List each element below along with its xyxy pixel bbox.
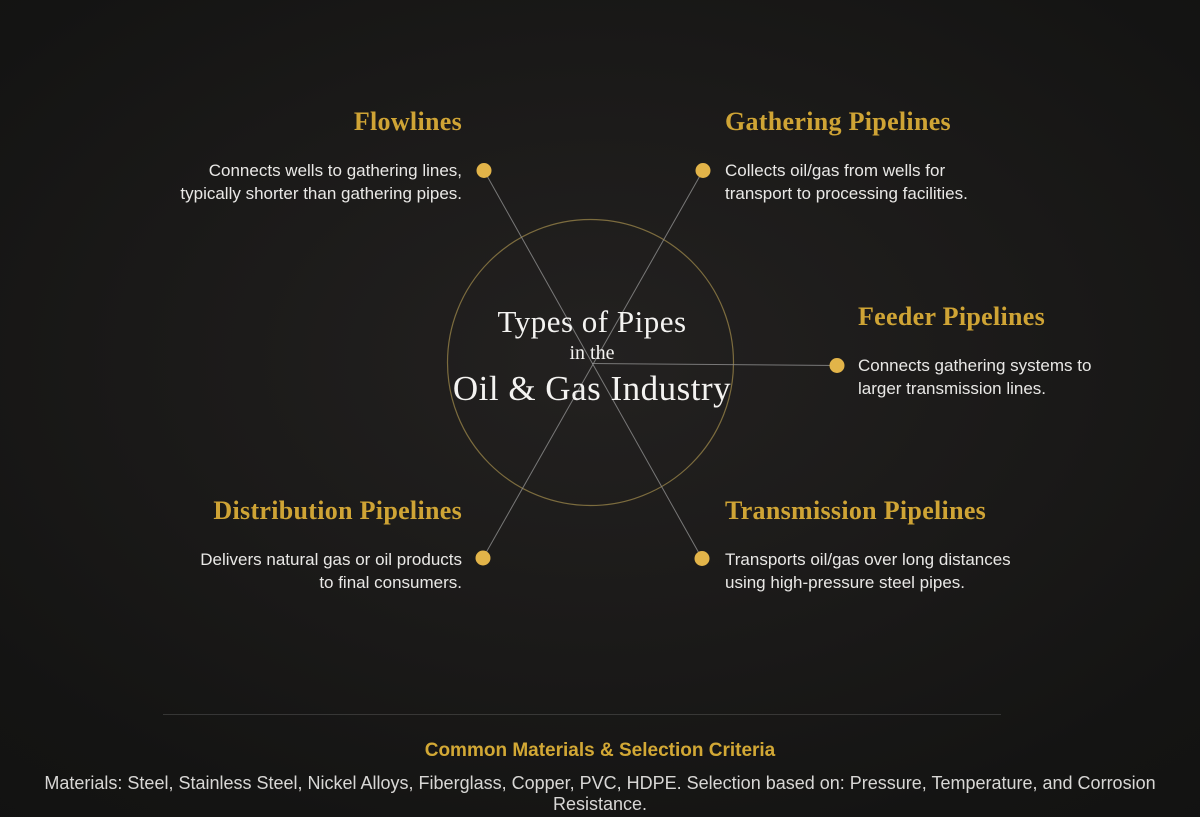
item-flowlines: Flowlines Connects wells to gathering li… bbox=[180, 103, 462, 205]
item-distribution-pipelines-title: Distribution Pipelines bbox=[213, 496, 462, 525]
item-flowlines-description: Connects wells to gathering lines, typic… bbox=[180, 161, 462, 203]
connector-dot-flowlines bbox=[476, 163, 492, 178]
item-transmission-pipelines-title: Transmission Pipelines bbox=[725, 496, 987, 525]
footer-divider bbox=[163, 714, 1001, 715]
item-gathering-pipelines-description: Collects oil/gas from wells for transpor… bbox=[725, 161, 968, 203]
item-feeder-pipelines-description: Connects gathering systems to larger tra… bbox=[858, 356, 1092, 398]
item-feeder-pipelines: Feeder Pipelines Connects gathering syst… bbox=[858, 298, 1091, 400]
item-feeder-pipelines-title: Feeder Pipelines bbox=[858, 302, 1046, 331]
item-distribution-pipelines-description: Delivers natural gas or oil products to … bbox=[200, 550, 462, 592]
item-distribution-pipelines: Distribution Pipelines Delivers natural … bbox=[200, 492, 462, 594]
footer-text: Materials: Steel, Stainless Steel, Nicke… bbox=[44, 773, 1156, 814]
item-gathering-pipelines: Gathering Pipelines Collects oil/gas fro… bbox=[725, 103, 968, 205]
connector-dot-transmission bbox=[694, 551, 710, 566]
item-flowlines-title: Flowlines bbox=[353, 107, 462, 136]
connector-dot-gathering bbox=[695, 163, 711, 178]
center-title-line2: in the bbox=[569, 342, 615, 364]
connector-dot-feeder bbox=[829, 358, 845, 373]
center-title-line1: Types of Pipes bbox=[497, 304, 687, 339]
item-gathering-pipelines-title: Gathering Pipelines bbox=[725, 107, 951, 136]
center-title-line3: Oil & Gas Industry bbox=[452, 369, 732, 408]
item-transmission-pipelines: Transmission Pipelines Transports oil/ga… bbox=[725, 492, 1011, 594]
center-title-group: Types of Pipes in the Oil & Gas Industry bbox=[382, 303, 802, 411]
footer-title: Common Materials & Selection Criteria bbox=[424, 740, 776, 761]
connector-dot-distribution bbox=[475, 550, 491, 566]
item-transmission-pipelines-description: Transports oil/gas over long distances u… bbox=[725, 550, 1011, 592]
